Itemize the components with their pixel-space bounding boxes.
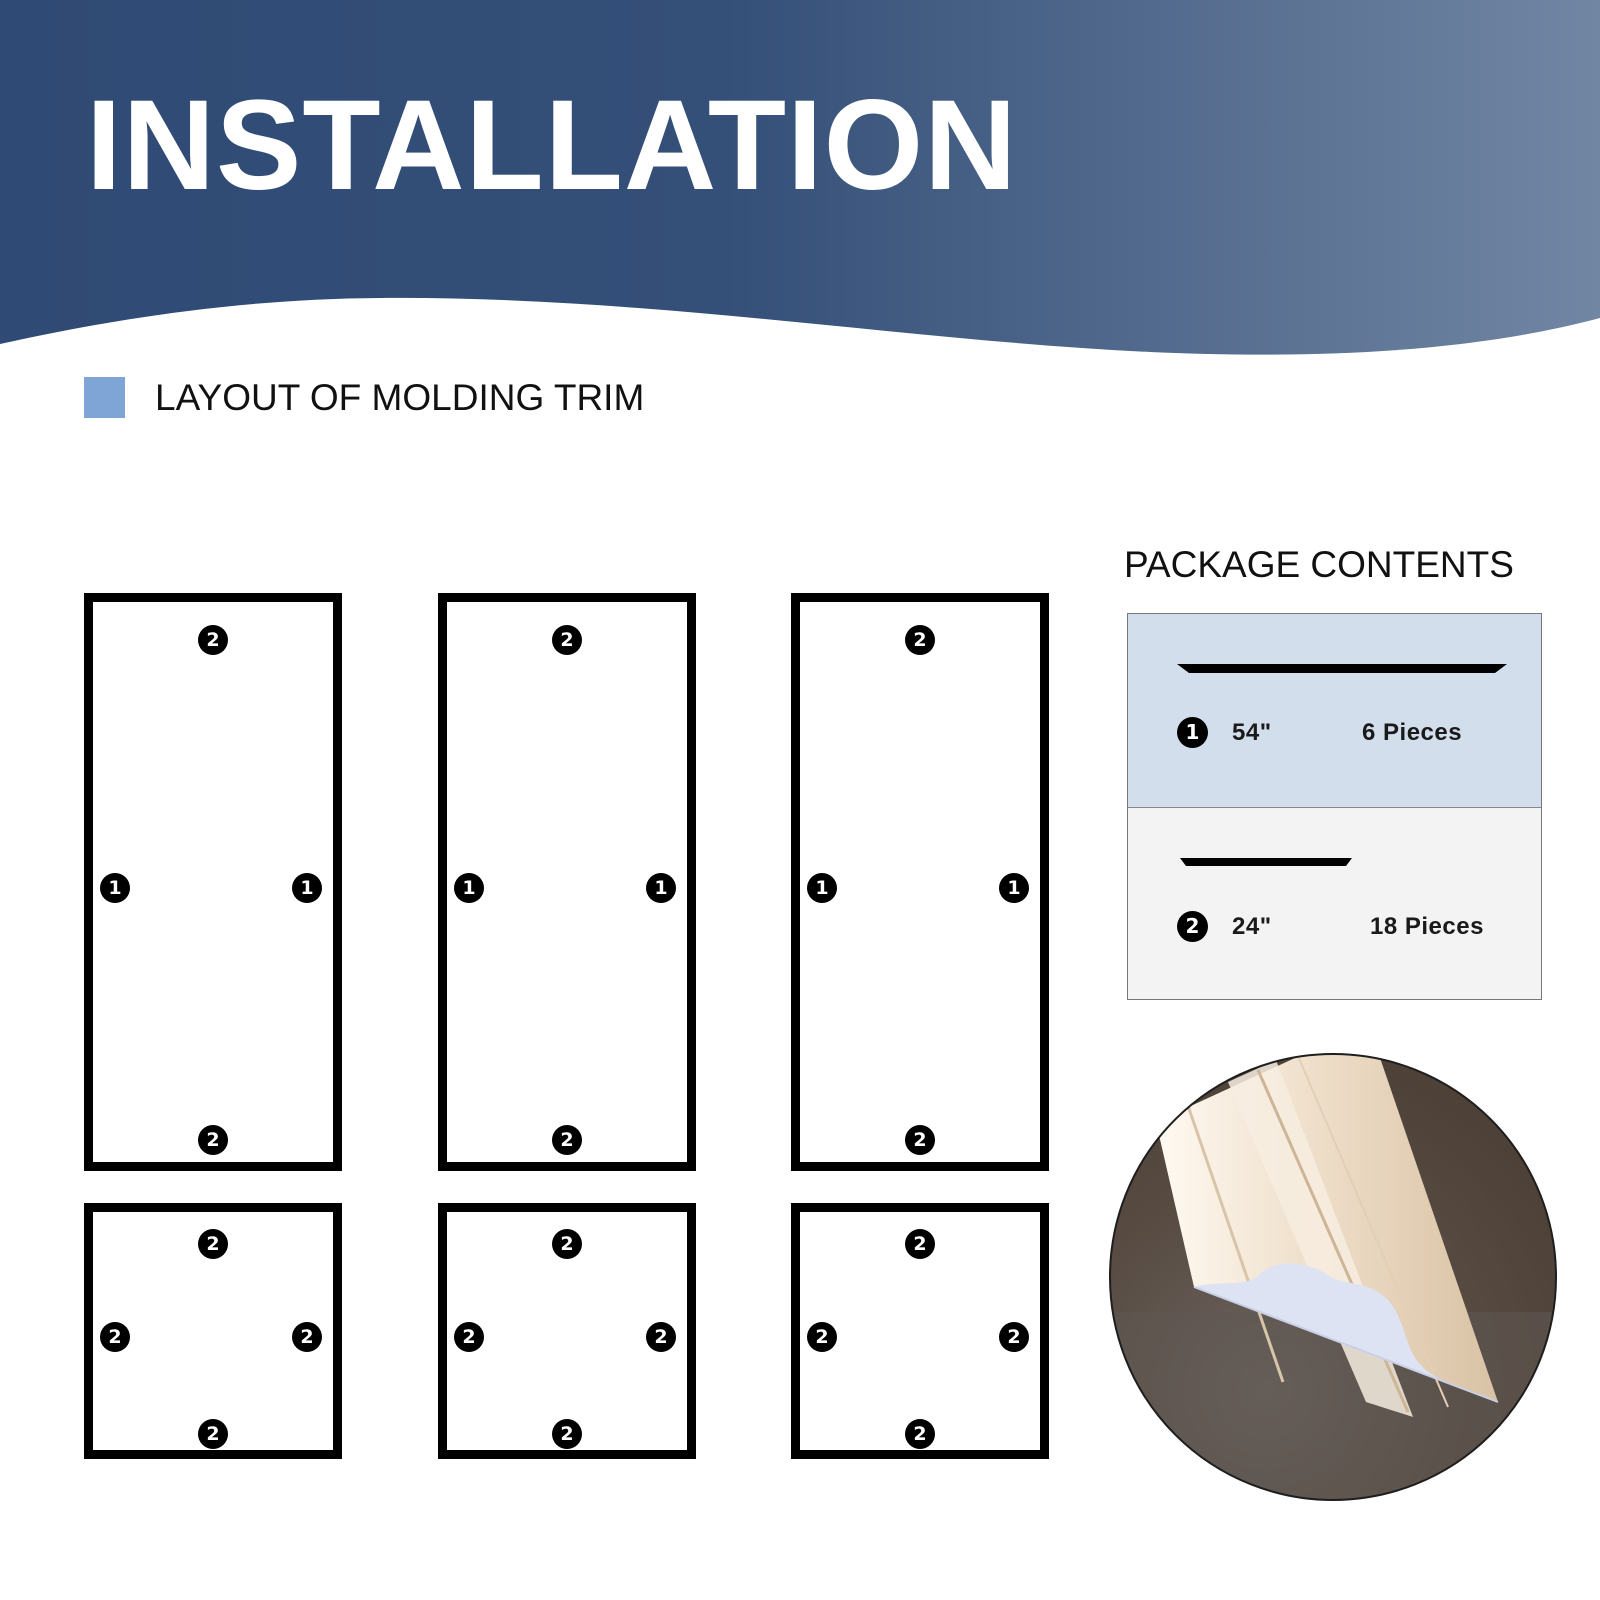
short-trim-icon: [1180, 858, 1352, 866]
package-contents-table: 1 54" 6 Pieces 2 24" 18 Pieces: [1127, 613, 1542, 1000]
marker-right: 1: [999, 873, 1029, 903]
marker-right: 2: [999, 1322, 1029, 1352]
marker-left: 2: [100, 1322, 130, 1352]
marker-top: 2: [552, 1229, 582, 1259]
marker-top: 2: [552, 625, 582, 655]
tall-panel-1: 2 2 1 1: [84, 593, 342, 1171]
marker-bottom: 2: [198, 1419, 228, 1449]
long-trim-icon: [1177, 664, 1507, 673]
item-quantity: 18 Pieces: [1370, 913, 1484, 940]
legend-label: LAYOUT OF MOLDING TRIM: [155, 377, 645, 418]
molding-trim-photo: [1109, 1053, 1557, 1501]
marker-top: 2: [198, 625, 228, 655]
package-contents-title: PACKAGE CONTENTS: [1124, 544, 1514, 585]
package-row-2: 2 24" 18 Pieces: [1128, 808, 1541, 999]
square-panel-1: 2 2 2 2: [84, 1203, 342, 1459]
item-number-badge: 2: [1177, 911, 1208, 942]
tall-panel-3: 2 2 1 1: [791, 593, 1049, 1171]
marker-left: 2: [807, 1322, 837, 1352]
marker-left: 1: [454, 873, 484, 903]
item-number-badge: 1: [1177, 717, 1208, 748]
marker-bottom: 2: [198, 1125, 228, 1155]
marker-bottom: 2: [552, 1419, 582, 1449]
marker-bottom: 2: [552, 1125, 582, 1155]
marker-top: 2: [905, 1229, 935, 1259]
package-row-1: 1 54" 6 Pieces: [1128, 614, 1541, 808]
item-quantity: 6 Pieces: [1362, 719, 1463, 746]
tall-panel-2: 2 2 1 1: [438, 593, 696, 1171]
marker-left: 2: [454, 1322, 484, 1352]
marker-top: 2: [905, 625, 935, 655]
marker-right: 1: [646, 873, 676, 903]
square-panel-2: 2 2 2 2: [438, 1203, 696, 1459]
page-title: INSTALLATION: [86, 74, 1018, 217]
marker-left: 1: [807, 873, 837, 903]
header-banner: [0, 0, 1600, 355]
marker-top: 2: [198, 1229, 228, 1259]
marker-bottom: 2: [905, 1125, 935, 1155]
marker-right: 1: [292, 873, 322, 903]
marker-left: 1: [100, 873, 130, 903]
item-length: 54": [1232, 719, 1272, 746]
legend-swatch: [84, 377, 125, 418]
marker-right: 2: [292, 1322, 322, 1352]
square-panel-3: 2 2 2 2: [791, 1203, 1049, 1459]
item-length: 24": [1232, 913, 1272, 940]
marker-right: 2: [646, 1322, 676, 1352]
marker-bottom: 2: [905, 1419, 935, 1449]
